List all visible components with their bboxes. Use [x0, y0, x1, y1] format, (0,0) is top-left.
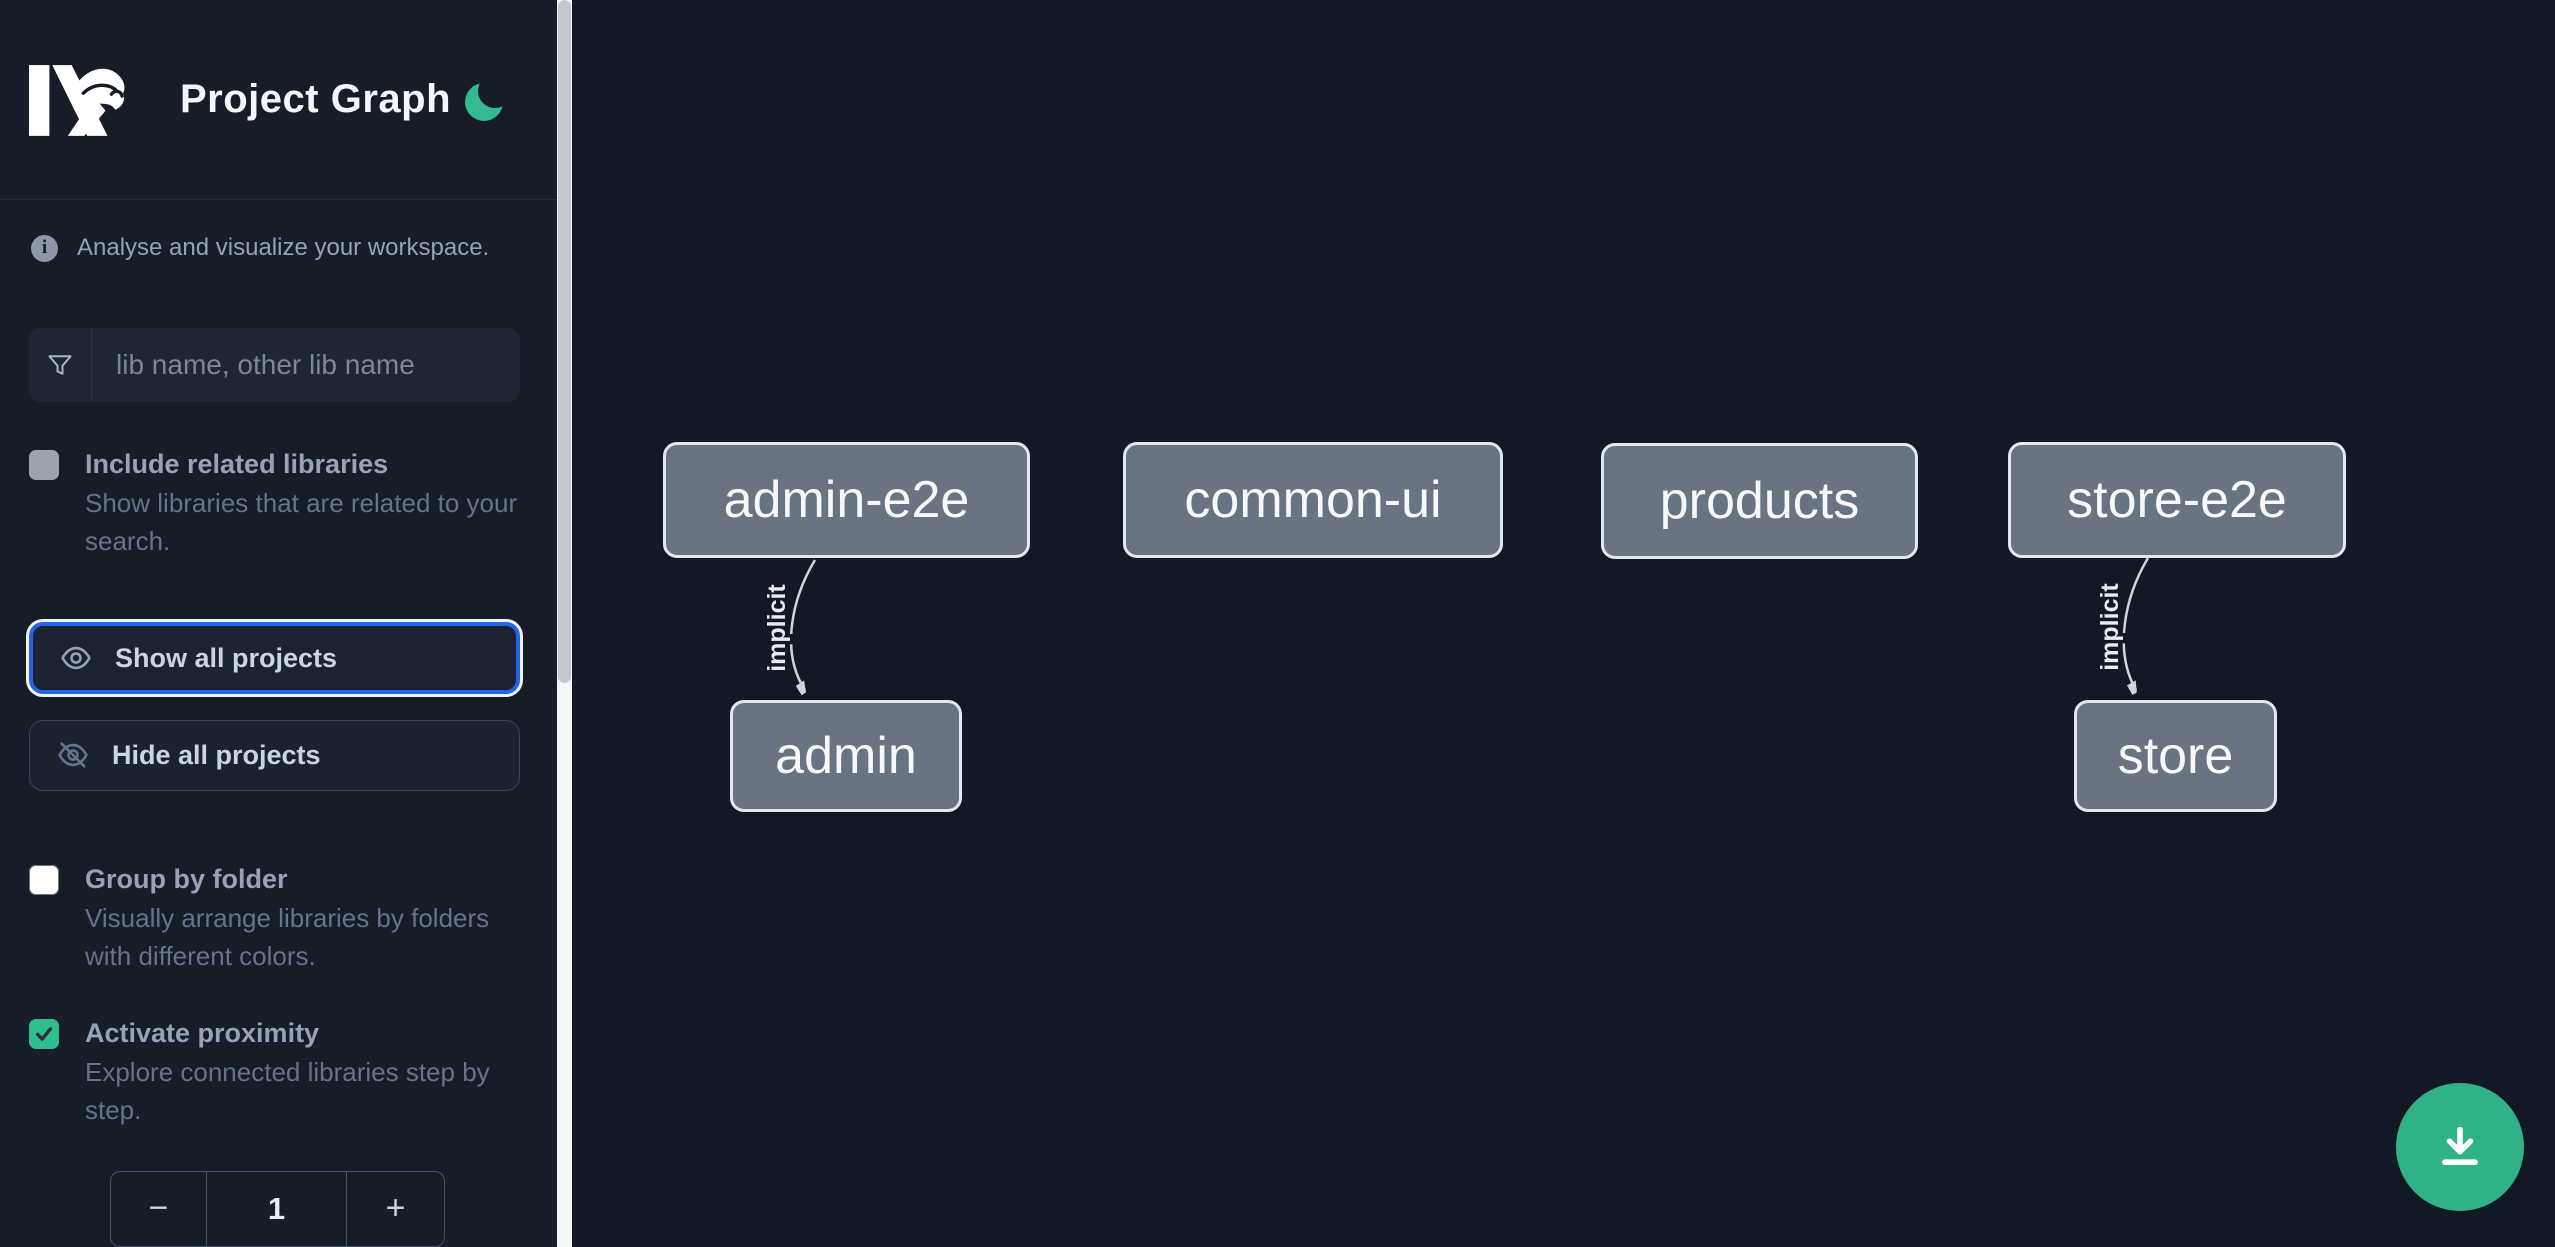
toggle-group-by-folder[interactable]: Group by folder Visually arrange librari…: [0, 861, 557, 975]
group-by-folder-description: Visually arrange libraries by folders wi…: [85, 902, 490, 971]
sidebar: Project Graph i Analyse and visualize yo…: [0, 0, 557, 1247]
hide-all-projects-label: Hide all projects: [112, 739, 321, 770]
proximity-decrement-button[interactable]: −: [111, 1171, 207, 1246]
graph-node-admin[interactable]: admin: [730, 700, 962, 812]
graph-node-products[interactable]: products: [1601, 443, 1918, 559]
check-icon: [35, 1026, 53, 1041]
include-related-checkbox[interactable]: [29, 450, 59, 481]
toggle-include-related[interactable]: Include related libraries Show libraries…: [0, 446, 557, 560]
graph-node-common-ui[interactable]: common-ui: [1123, 442, 1503, 558]
sidebar-header: Project Graph: [0, 0, 557, 200]
graph-canvas[interactable]: implicit implicit admin-e2e common-ui produ…: [572, 0, 2555, 1247]
eye-off-icon: [56, 738, 90, 772]
edge-admin-e2e-to-admin: [789, 559, 817, 690]
search-input[interactable]: [92, 328, 520, 403]
search-box: [29, 328, 520, 403]
edge-store-e2e-to-store: [2122, 557, 2150, 690]
download-icon: [2442, 1126, 2478, 1165]
activate-proximity-description: Explore connected libraries step by step…: [85, 1056, 490, 1125]
theme-toggle-button[interactable]: [463, 73, 512, 123]
proximity-increment-button[interactable]: +: [347, 1172, 444, 1246]
sidebar-scrollbar[interactable]: [557, 0, 572, 1247]
include-related-label: Include related libraries: [85, 449, 389, 480]
toggle-activate-proximity[interactable]: Activate proximity Explore connected lib…: [0, 1015, 557, 1129]
moon-icon: [465, 73, 512, 121]
graph-edges: implicit implicit: [760, 557, 2150, 1247]
proximity-value: 1: [207, 1171, 347, 1246]
intro-row: i Analyse and visualize your workspace.: [0, 200, 557, 262]
edge-label: implicit: [2096, 583, 2124, 671]
download-graph-button[interactable]: [2396, 1083, 2524, 1211]
page-title: Project Graph: [180, 77, 452, 121]
edge-label: implicit: [763, 584, 791, 672]
group-by-folder-label: Group by folder: [85, 863, 288, 894]
activate-proximity-checkbox[interactable]: [29, 1018, 59, 1049]
graph-node-store-e2e[interactable]: store-e2e: [2008, 442, 2346, 558]
filter-funnel-icon: [29, 328, 92, 403]
show-all-projects-button[interactable]: Show all projects: [29, 622, 520, 694]
show-all-projects-label: Show all projects: [115, 642, 338, 673]
sidebar-scrollbar-thumb[interactable]: [558, 0, 571, 683]
include-related-description: Show libraries that are related to your …: [85, 488, 518, 557]
info-icon: i: [31, 234, 58, 262]
proximity-stepper: − 1 +: [110, 1170, 445, 1247]
nx-logo-icon: [29, 64, 125, 136]
activate-proximity-label: Activate proximity: [85, 1017, 320, 1048]
group-by-folder-checkbox[interactable]: [29, 864, 59, 895]
hide-all-projects-button[interactable]: Hide all projects: [29, 719, 520, 791]
graph-node-admin-e2e[interactable]: admin-e2e: [663, 442, 1030, 558]
intro-text: Analyse and visualize your workspace.: [77, 234, 490, 261]
eye-icon: [59, 641, 93, 675]
graph-node-store[interactable]: store: [2074, 700, 2277, 812]
